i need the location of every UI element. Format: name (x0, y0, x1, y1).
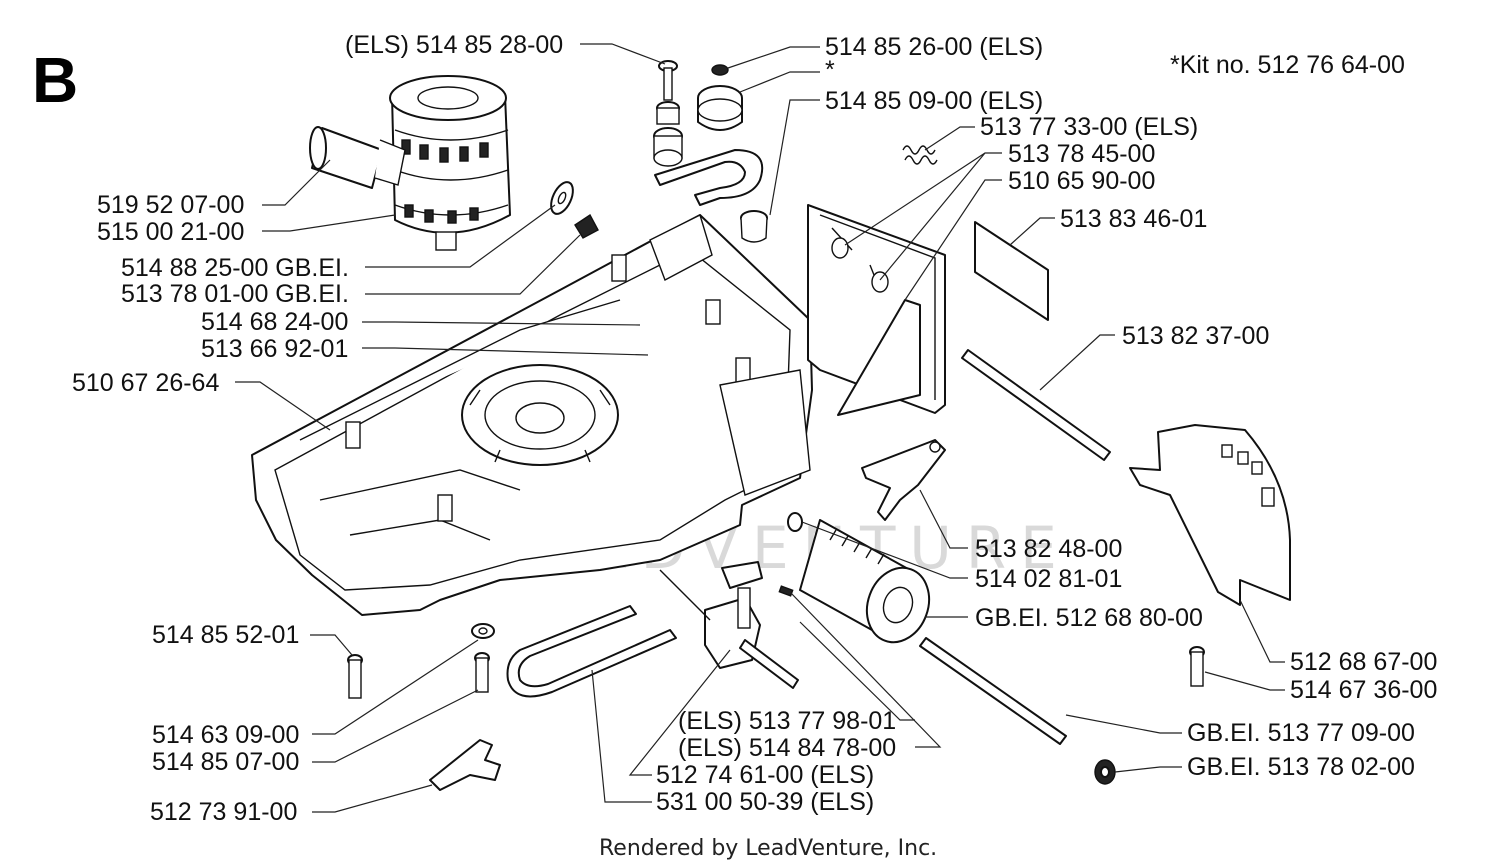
label-els-514-84-78-00: (ELS) 514 84 78-00 (678, 734, 896, 762)
spacer-stack (653, 101, 683, 167)
label-514-68-24-00: 514 68 24-00 (201, 308, 348, 336)
lower-belt (506, 605, 677, 698)
pulley (697, 85, 743, 131)
rear-panel (807, 204, 946, 416)
label-514-85-52-01: 514 85 52-01 (152, 621, 299, 649)
axle-rod-upper (961, 349, 1111, 461)
label-510-67-26-64: 510 67 26-64 (72, 369, 219, 397)
key (778, 585, 794, 597)
washer-left (471, 623, 495, 639)
kit-note: *Kit no. 512 76 64-00 (1170, 51, 1405, 79)
lock-nut (1094, 759, 1116, 785)
clip (574, 213, 599, 239)
bolt-left-2 (474, 652, 490, 693)
nut-top (711, 64, 729, 76)
label-els-514-85-28-00: (ELS) 514 85 28-00 (345, 31, 563, 59)
label-513-77-33-00: 513 77 33-00 (ELS) (980, 113, 1198, 141)
label-514-85-26-00: 514 85 26-00 (ELS) (825, 33, 1043, 61)
label-513-82-48-00: 513 82 48-00 (975, 535, 1122, 563)
spring (902, 145, 938, 165)
label-gb-513-77-09-00: GB.EI. 513 77 09-00 (1187, 719, 1415, 747)
label-510-65-90-00: 510 65 90-00 (1008, 167, 1155, 195)
bolt-left (347, 654, 363, 699)
screw-top (658, 60, 678, 101)
footer-credit: Rendered by LeadVenture, Inc. (599, 836, 937, 861)
mower-deck (251, 214, 813, 616)
label-gb-513-78-02-00: GB.EI. 513 78 02-00 (1187, 753, 1415, 781)
label-514-88-25-00: 514 88 25-00 GB.EI. (121, 254, 349, 282)
label-513-82-37-00: 513 82 37-00 (1122, 322, 1269, 350)
cable-clip (429, 739, 501, 791)
label-514-63-09-00: 514 63 09-00 (152, 721, 299, 749)
label-512-73-91-00: 512 73 91-00 (150, 798, 297, 826)
label-asterisk: * (825, 56, 835, 84)
drive-belt (654, 149, 764, 206)
label-513-83-46-01: 513 83 46-01 (1060, 205, 1207, 233)
label-514-02-81-01: 514 02 81-01 (975, 565, 1122, 593)
motor (389, 75, 511, 251)
label-514-85-07-00: 514 85 07-00 (152, 748, 299, 776)
section-letter: B (32, 44, 78, 116)
label-513-78-45-00: 513 78 45-00 (1008, 140, 1155, 168)
grass-deflector (1129, 424, 1291, 606)
label-519-52-07-00: 519 52 07-00 (97, 191, 244, 219)
label-515-00-21-00: 515 00 21-00 (97, 218, 244, 246)
part-labels: (ELS) 514 85 28-00 514 85 26-00 (ELS) * … (72, 31, 1437, 826)
label-512-74-61-00: 512 74 61-00 (ELS) (656, 761, 874, 789)
label-512-68-67-00: 512 68 67-00 (1290, 648, 1437, 676)
label-531-00-50-39: 531 00 50-39 (ELS) (656, 788, 874, 816)
axle-rod-lower (919, 637, 1067, 745)
bolt-right (1189, 646, 1205, 687)
capacitor (309, 126, 406, 189)
rear-roller (799, 519, 931, 644)
gearbox (659, 561, 799, 689)
label-plate (974, 221, 1049, 321)
label-514-67-36-00: 514 67 36-00 (1290, 676, 1437, 704)
leader-lines (235, 43, 1285, 813)
label-els-513-77-98-01: (ELS) 513 77 98-01 (678, 707, 896, 735)
label-513-66-92-01: 513 66 92-01 (201, 335, 348, 363)
washer (550, 181, 574, 215)
label-513-78-01-00: 513 78 01-00 GB.EI. (121, 280, 349, 308)
small-washer (787, 512, 803, 532)
bushing (740, 210, 768, 243)
label-gb-512-68-80-00: GB.EI. 512 68 80-00 (975, 604, 1203, 632)
label-514-85-09-00: 514 85 09-00 (ELS) (825, 87, 1043, 115)
height-lever (861, 439, 946, 521)
